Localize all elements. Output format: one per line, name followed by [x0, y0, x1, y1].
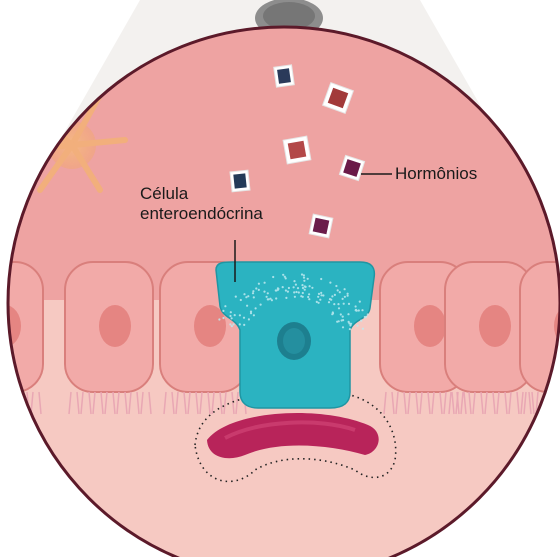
enteroendocrine-cell-label-line1: Célula: [140, 184, 263, 204]
enteroendocrine-cell-label: Célula enteroendócrina: [140, 184, 263, 224]
hormones-label: Hormônios: [395, 164, 477, 184]
hormone-granule: [309, 214, 333, 238]
enteroendocrine-cell: [216, 262, 374, 408]
enteroendocrine-cell-label-line2: enteroendócrina: [140, 204, 263, 224]
hormone-granule: [283, 136, 311, 164]
hormone-granule: [274, 65, 295, 87]
